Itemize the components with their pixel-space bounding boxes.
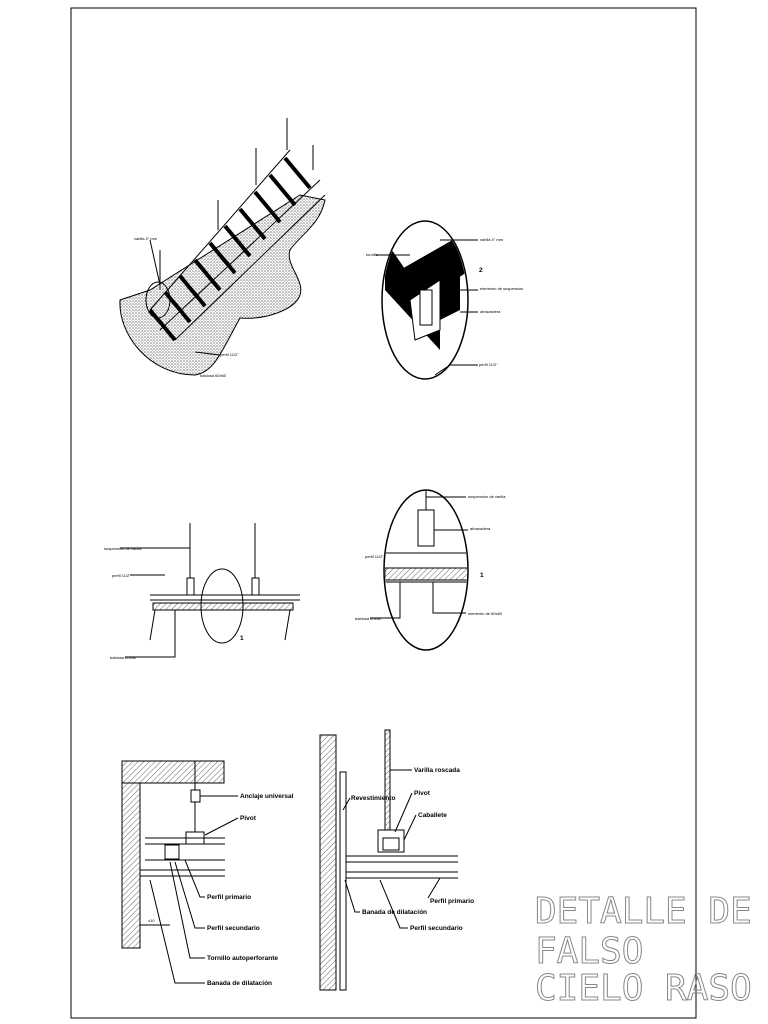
label-perfil-secundario-r: Perfil secundario xyxy=(410,925,463,932)
label-perfil-2: perfil 11/2" xyxy=(479,362,498,367)
detail-bottom-right: Varilla roscada Revestimiento Pivot Caba… xyxy=(319,729,474,991)
label-pivot-r: Pivot xyxy=(414,790,431,797)
label-caballete: Caballete xyxy=(418,812,447,819)
isometric-grid-view: varilla 4" mm perfil 11/2" baldosa 60x60 xyxy=(119,118,326,378)
label-perfil-3: perfil 11/2" xyxy=(112,573,131,578)
label-banada-r: Banada de dilatación xyxy=(362,909,427,916)
title-line-2: FALSO xyxy=(535,931,643,972)
label-perfil: perfil 11/2" xyxy=(220,352,239,357)
sheet-border xyxy=(70,7,697,1019)
label-varilla-roscada: Varilla roscada xyxy=(414,767,460,774)
label-varilla-2: varilla 4" mm xyxy=(480,237,504,242)
label-baldosa: baldosa 60x60 xyxy=(200,373,227,378)
detail-2-circle: tornillo varilla 4" mm 2 elemento de sus… xyxy=(366,220,523,380)
label-cold: tornillo xyxy=(366,252,379,257)
title-line-3: CIELO RASO xyxy=(535,968,752,1009)
label-suspension: elemento de suspension xyxy=(480,286,523,291)
detail-1-circle: suspension de varilla abrazadera perfil … xyxy=(355,489,506,651)
title-line-1: DETALLE DE xyxy=(535,891,752,932)
label-abrazadera-2: abrazadera xyxy=(470,526,491,531)
label-banada-l: Banada de dilatación xyxy=(207,980,272,987)
title-block: DETALLE DE FALSO CIELO RASO xyxy=(535,891,753,1010)
label-perfil-4: perfil 11/2" xyxy=(365,554,384,559)
label-varilla: varilla 4" mm xyxy=(134,236,158,241)
ceiling-section-middle: suspension de varilla perfil 11/2" baldo… xyxy=(104,523,300,660)
label-suspension-varilla: suspension de varilla xyxy=(104,546,142,551)
label-pivot-l: Pivot xyxy=(240,815,257,822)
callout-2: 2 xyxy=(479,267,483,274)
dimension-label: ±10 xyxy=(148,918,155,923)
label-baldosa-4: baldosa 60x60 xyxy=(355,616,382,621)
label-anclaje: Anclaje universal xyxy=(240,793,294,800)
label-elemento: elemento de 60x60 xyxy=(468,611,503,616)
callout-1-b: 1 xyxy=(480,572,484,579)
label-revestimiento: Revestimiento xyxy=(351,795,395,802)
label-tornillo: Tornillo autoperforante xyxy=(207,955,278,962)
label-abrazadera: abrazadera xyxy=(480,309,501,314)
label-perfil-primario-l: Perfil primario xyxy=(207,894,251,901)
label-suspension-2: suspension de varilla xyxy=(468,494,506,499)
label-perfil-secundario-l: Perfil secundario xyxy=(207,925,260,932)
detail-bottom-left: ±10 Anclaje universal Pivot Perfil prima… xyxy=(121,760,294,987)
label-baldosa-3: baldosa 60x60 xyxy=(110,655,137,660)
label-perfil-primario-r: Perfil primario xyxy=(430,898,474,905)
callout-1-a: 1 xyxy=(240,635,244,642)
